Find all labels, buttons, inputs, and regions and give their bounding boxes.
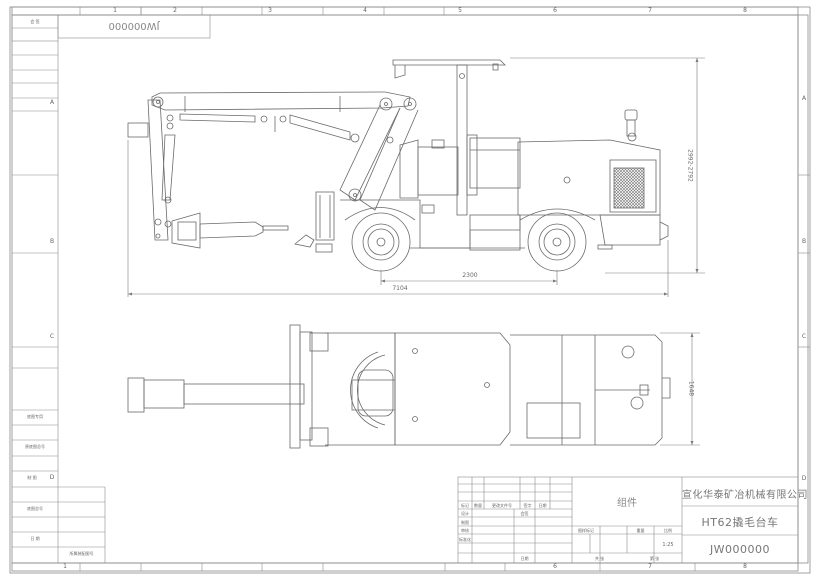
- zone-col-3: 3: [268, 7, 272, 14]
- scale-value: 1:25: [662, 542, 674, 548]
- strip-label-orig-map-no: 原底图总号: [25, 444, 45, 449]
- role-drawn: 制图: [461, 520, 469, 525]
- rev-header-mark: 标记: [461, 503, 469, 508]
- rev-header-sign: 签字: [523, 503, 532, 508]
- zone-col-2: 2: [173, 7, 177, 14]
- drawing-number: JW000000: [709, 543, 771, 556]
- date-cell: 日期: [520, 556, 529, 561]
- strip-label-assembly-no: 所属装配图号: [69, 551, 94, 556]
- role-standardize: 标准化: [459, 537, 471, 542]
- zone-col-5: 5: [458, 7, 462, 14]
- zone-col-1: 1: [113, 7, 117, 14]
- zone-col-7: 7: [648, 7, 652, 14]
- zone-col-8: 8: [743, 7, 747, 14]
- info-header-pattern-mark: 图样标记: [578, 528, 594, 533]
- strip-label-date: 日 期: [30, 536, 40, 541]
- strip-label-drawn: 制 图: [27, 475, 37, 480]
- zone-row-d-left: D: [49, 474, 55, 481]
- countersign-cell: 会签: [520, 511, 529, 516]
- sheet-number: 第 张: [649, 556, 660, 561]
- zone-col-7-bottom: 7: [648, 563, 652, 570]
- zone-row-d-right: D: [801, 475, 807, 482]
- zone-row-b-left: B: [49, 238, 55, 245]
- dimension-width: 1648: [687, 380, 695, 397]
- rev-header-qty: 数量: [474, 503, 482, 508]
- zone-col-4: 4: [363, 7, 367, 14]
- product-name: HT62撬毛台车: [701, 516, 779, 529]
- dimension-wheelbase: 2300: [462, 272, 478, 279]
- rev-header-date: 日期: [538, 503, 547, 508]
- strip-label-base-map: 底图专用: [27, 414, 43, 419]
- top-view: [127, 324, 671, 449]
- zone-row-a-left: A: [49, 99, 55, 106]
- zone-col-1-bottom: 1: [63, 563, 67, 570]
- zone-col-6-bottom: 6: [553, 563, 557, 570]
- info-header-scale: 比例: [664, 528, 672, 533]
- sheet-total: 共 张: [594, 556, 605, 561]
- zone-row-c-right: C: [801, 333, 807, 340]
- rev-header-change-doc: 更改文件号: [492, 503, 512, 508]
- dimension-height: 2992-2792: [686, 149, 694, 182]
- zone-row-a-right: A: [801, 95, 807, 102]
- side-view: [127, 59, 669, 272]
- zone-row-b-right: B: [801, 238, 807, 245]
- role-review: 审核: [461, 528, 469, 533]
- zone-row-c-left: C: [49, 333, 55, 340]
- countersign-label: 会 签: [30, 19, 40, 24]
- zone-col-8-bottom: 8: [743, 563, 747, 570]
- dimension-overall-length: 7104: [392, 285, 408, 292]
- rotated-drawing-number: JW000000: [108, 20, 160, 31]
- role-design: 设计: [461, 511, 469, 516]
- inner-border: [11, 14, 799, 564]
- info-header-weight: 重量: [636, 528, 645, 533]
- strip-label-map-no: 底图总号: [27, 506, 43, 511]
- zone-col-6: 6: [553, 7, 557, 14]
- assembly-label: 组件: [617, 498, 637, 509]
- company-name: 宣化华泰矿冶机械有限公司: [682, 490, 808, 501]
